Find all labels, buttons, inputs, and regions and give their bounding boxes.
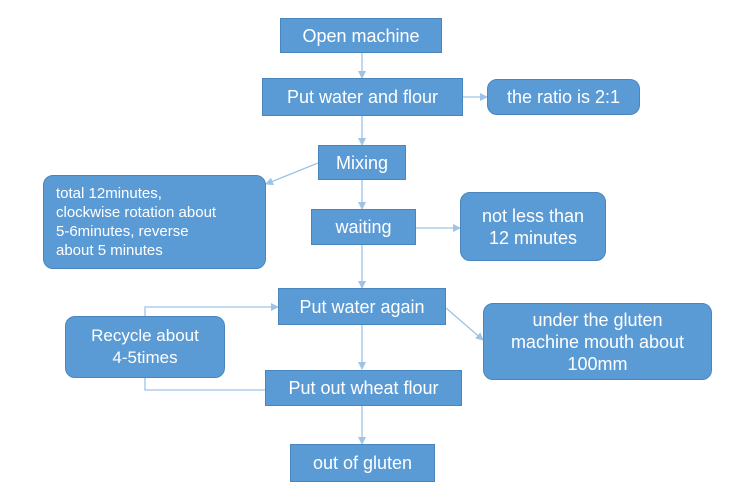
recycle-label: Recycle about 4-5times <box>91 326 199 367</box>
put-water-again-label: Put water again <box>299 296 425 317</box>
mixing-note-box: total 12minutes, clockwise rotation abou… <box>43 175 266 269</box>
open-machine-box: Open machine <box>280 18 442 53</box>
ratio-note-box: the ratio is 2:1 <box>487 79 640 115</box>
waiting-note-label: not less than 12 minutes <box>481 205 585 248</box>
mixing-note-label: total 12minutes, clockwise rotation abou… <box>56 185 217 259</box>
mixing-box: Mixing <box>318 145 406 180</box>
put-water-flour-box: Put water and flour <box>262 78 463 116</box>
recycle-box: Recycle about 4-5times <box>65 316 225 378</box>
put-water-flour-label: Put water and flour <box>286 87 439 107</box>
put-water-again-box: Put water again <box>278 288 446 325</box>
mixing-label: Mixing <box>335 152 388 173</box>
water-note-label: under the gluten machine mouth about 100… <box>510 309 685 374</box>
waiting-box: waiting <box>311 209 416 245</box>
waiting-label: waiting <box>335 217 392 237</box>
ratio-note-label: the ratio is 2:1 <box>506 87 621 107</box>
out-of-gluten-box: out of gluten <box>290 444 435 482</box>
put-out-flour-box: Put out wheat flour <box>265 370 462 406</box>
arrow-put-water-again-to-note <box>445 307 484 341</box>
out-of-gluten-label: out of gluten <box>312 453 413 473</box>
water-note-box: under the gluten machine mouth about 100… <box>483 303 712 380</box>
put-out-flour-label: Put out wheat flour <box>288 378 439 398</box>
waiting-note-box: not less than 12 minutes <box>460 192 606 261</box>
arrow-mixing-to-note <box>265 162 319 186</box>
open-machine-label: Open machine <box>302 25 420 46</box>
